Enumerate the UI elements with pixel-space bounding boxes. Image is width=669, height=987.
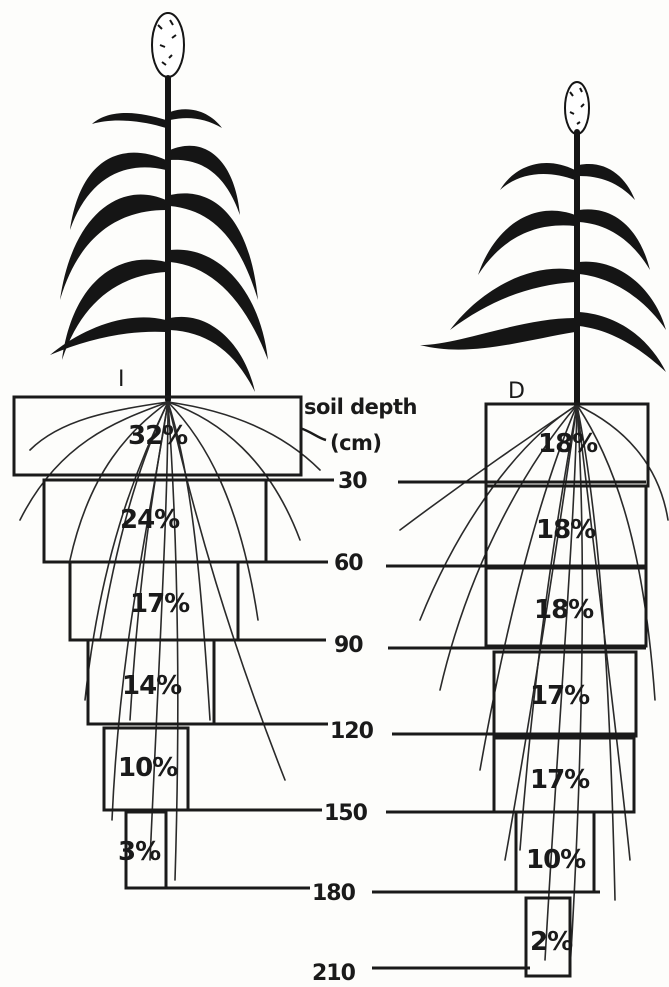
plant-d-leaf (420, 318, 575, 350)
plant-d-label: D (508, 379, 525, 404)
plant-i-leaf (62, 260, 166, 360)
depth-label-210: 210 (312, 961, 356, 986)
depth-label-60: 60 (334, 551, 363, 576)
plant-i-pct-layer-3: 17% (130, 589, 190, 619)
plant-i-pct-layer-4: 14% (122, 671, 182, 701)
plant-i-tassel (152, 13, 184, 77)
plant-d-pct-layer-7: 2% (530, 927, 573, 957)
plant-d-pct-layer-3: 18% (534, 595, 594, 625)
depth-label-150: 150 (324, 801, 368, 826)
plant-i-leaf (170, 193, 258, 300)
plant-d-leaf (579, 164, 635, 200)
legend-soil-depth: soil depth (304, 395, 417, 419)
plant-d-leaf (579, 209, 650, 270)
plant-i-shoot (50, 13, 268, 400)
plant-i-pct-layer-5: 10% (118, 753, 178, 783)
plant-d-shoot (420, 82, 666, 405)
plant-d-pct-layer-6: 10% (526, 845, 586, 875)
plant-d-tassel (565, 82, 589, 134)
depth-label-180: 180 (312, 881, 356, 906)
depth-label-30: 30 (338, 469, 367, 494)
plant-i-pct-layer-6: 3% (118, 837, 161, 867)
plant-i-leaf (170, 317, 255, 392)
plant-d-pct-layer-4: 17% (530, 681, 590, 711)
plant-d-pct-layer-5: 17% (530, 765, 590, 795)
legend-unit: (cm) (330, 431, 382, 455)
plant-i-leaf (170, 109, 222, 128)
plant-i-pct-layer-2: 24% (120, 505, 180, 535)
plant-i-pct-layer-1: 32% (128, 421, 188, 451)
plant-i-label: I (118, 367, 125, 392)
plant-i-leaf (92, 113, 166, 128)
plant-d-pct-layer-2: 18% (536, 515, 596, 545)
depth-label-120: 120 (330, 719, 374, 744)
plant-d-leaf (579, 312, 666, 372)
plant-d-pct-layer-1: 18% (538, 429, 598, 459)
plant-d-leaf (500, 163, 575, 190)
depth-label-90: 90 (334, 633, 363, 658)
plant-d-leaf (478, 211, 575, 275)
